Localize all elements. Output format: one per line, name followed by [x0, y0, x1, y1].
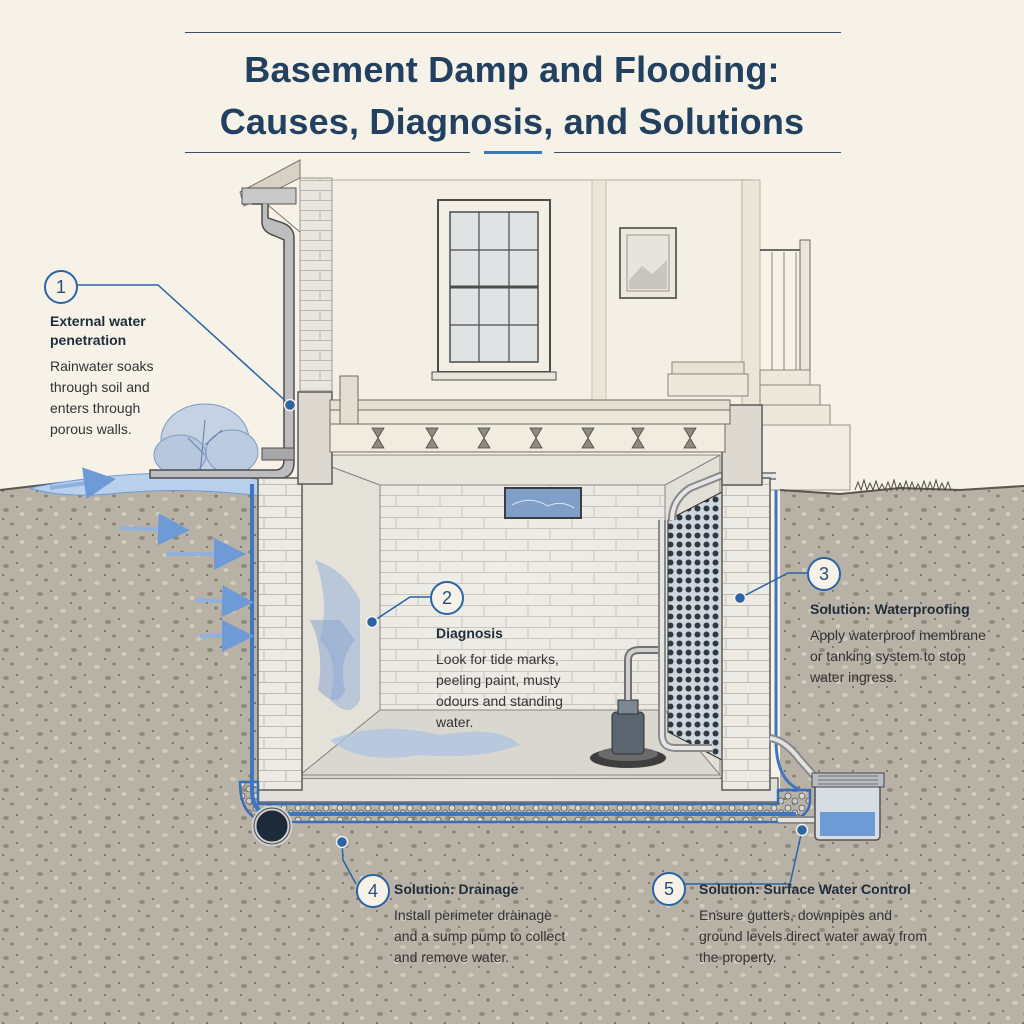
callout-1: External water penetration Rainwater soa…: [50, 312, 175, 440]
floor-slab: [257, 777, 779, 803]
callout-3-badge: 3: [807, 557, 841, 591]
callout-4: Solution: Drainage Install perimeter dra…: [394, 880, 569, 968]
callout-2-badge: 2: [430, 581, 464, 615]
title-line-2: Causes, Diagnosis, and Solutions: [219, 101, 805, 142]
title-line-1: Basement Damp and Flooding:: [244, 49, 780, 90]
callout-1-body: Rainwater soaks through soil and enters …: [50, 358, 154, 437]
callout-5-body: Ensure gutters, downpipes and ground lev…: [699, 907, 927, 965]
basement-interior: [298, 454, 722, 778]
callout-2: Diagnosis Look for tide marks, peeling p…: [436, 624, 576, 733]
callout-1-badge: 1: [44, 270, 78, 304]
callout-2-heading: Diagnosis: [436, 625, 503, 641]
callout-5: Solution: Surface Water Control Ensure g…: [699, 880, 929, 968]
callout-anchors: [283, 398, 809, 849]
downpipe: [149, 187, 297, 479]
garden-bush: [153, 403, 259, 477]
drainage-system: [238, 484, 885, 847]
house-window: [431, 199, 557, 381]
floor-joists: [329, 375, 731, 453]
sump-pump: [590, 646, 666, 768]
moisture-arrows: [49, 467, 254, 652]
callout-4-body: Install perimeter drainage and a sump pu…: [394, 907, 566, 965]
soil: [0, 474, 1024, 1024]
title-rule-bottom-left: [185, 152, 470, 153]
callout-4-badge: 4: [356, 874, 390, 908]
title-rule-accent: [484, 151, 542, 154]
stair-balustrade: [667, 239, 831, 426]
title-rule-top: [185, 32, 841, 33]
callout-5-heading: Solution: Surface Water Control: [699, 881, 911, 897]
callout-4-heading: Solution: Drainage: [394, 881, 519, 897]
callout-3-body: Apply waterproof membrane or tanking sys…: [810, 627, 986, 685]
callout-3: Solution: Waterproofing Apply waterproof…: [810, 600, 990, 688]
callout-3-heading: Solution: Waterproofing: [810, 601, 970, 617]
callout-5-badge: 5: [652, 872, 686, 906]
foundation-walls: [257, 391, 771, 791]
page-title: Basement Damp and Flooding: Causes, Diag…: [0, 44, 1024, 148]
callout-1-heading: External water penetration: [50, 313, 146, 348]
title-rule-bottom-right: [554, 152, 841, 153]
callout-leaders: [76, 284, 807, 885]
callout-2-body: Look for tide marks, peeling paint, must…: [436, 651, 563, 730]
wall-picture: [619, 227, 677, 299]
entrance-step: [759, 424, 851, 491]
